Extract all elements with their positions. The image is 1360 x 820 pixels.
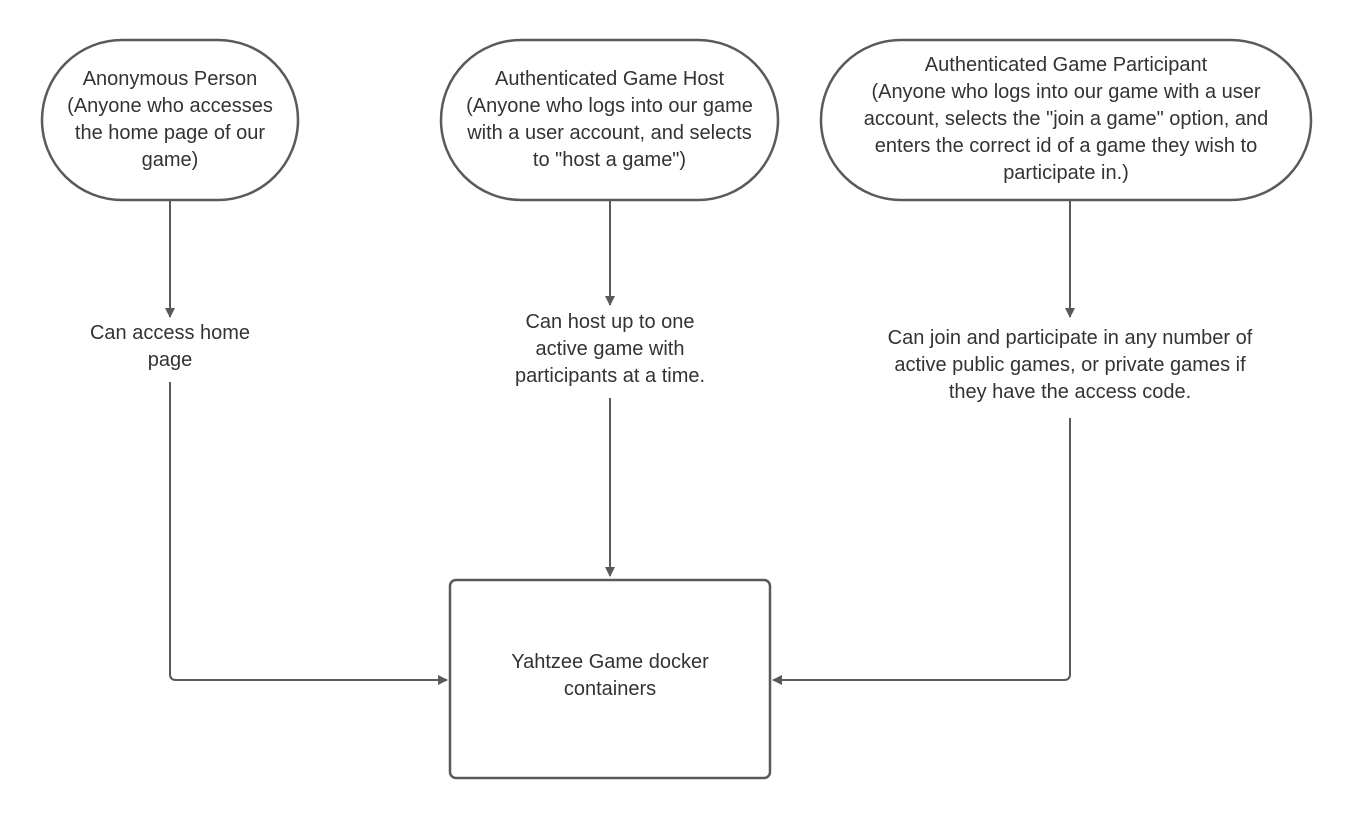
anonymous-permission-line-1: Can access home <box>89 322 251 344</box>
game-participant-desc-line-3: enters the correct id of a game they wis… <box>874 135 1258 157</box>
participant-permission-to-containers-arrow <box>772 418 1071 685</box>
game-participant-desc-line-1: (Anyone who logs into our game with a us… <box>871 81 1261 103</box>
game-host-desc-line-2: with a user account, and selects <box>467 122 752 144</box>
anonymous-person-label: Anonymous Person (Anyone who accesses th… <box>42 66 298 174</box>
host-permission-line-2: active game with <box>535 338 685 360</box>
host-permission-line-1: Can host up to one <box>525 311 695 333</box>
game-host-desc-line-1: (Anyone who logs into our game <box>466 95 753 117</box>
docker-containers-node[interactable] <box>448 578 772 780</box>
anonymous-person-desc-line-3: game) <box>141 149 199 171</box>
anonymous-person-desc-line-2: the home page of our <box>74 122 266 144</box>
participant-permission-label: Can join and participate in any number o… <box>840 325 1300 406</box>
host-permission-line-3: participants at a time. <box>514 365 706 387</box>
game-participant-title: Authenticated Game Participant <box>924 54 1208 76</box>
game-participant-desc-line-2: account, selects the "join a game" optio… <box>863 108 1269 130</box>
game-participant-label: Authenticated Game Participant (Anyone w… <box>821 52 1311 187</box>
participant-permission-line-2: active public games, or private games if <box>894 354 1246 376</box>
anonymous-person-title: Anonymous Person <box>82 68 258 90</box>
game-host-title: Authenticated Game Host <box>494 68 724 90</box>
participant-permission-line-1: Can join and participate in any number o… <box>887 327 1253 349</box>
anonymous-permission-line-2: page <box>147 349 193 371</box>
host-permission-label: Can host up to one active game with part… <box>460 309 760 390</box>
game-participant-desc-line-4: participate in.) <box>1003 162 1129 184</box>
game-host-node[interactable] <box>439 38 780 202</box>
anonymous-permission-label: Can access home page <box>40 320 300 374</box>
anonymous-permission-to-containers-arrow <box>169 382 448 685</box>
game-participant-node[interactable] <box>819 38 1313 202</box>
docker-containers-line-2: containers <box>563 678 657 700</box>
game-host-desc-line-3: to "host a game") <box>532 149 687 171</box>
anonymous-person-desc-line-1: (Anyone who accesses <box>67 95 273 117</box>
docker-containers-label: Yahtzee Game docker containers <box>450 649 770 703</box>
participant-permission-line-3: they have the access code. <box>948 381 1192 403</box>
anonymous-person-node[interactable] <box>40 38 300 202</box>
docker-containers-line-1: Yahtzee Game docker <box>511 651 709 673</box>
game-host-label: Authenticated Game Host (Anyone who logs… <box>441 66 778 174</box>
